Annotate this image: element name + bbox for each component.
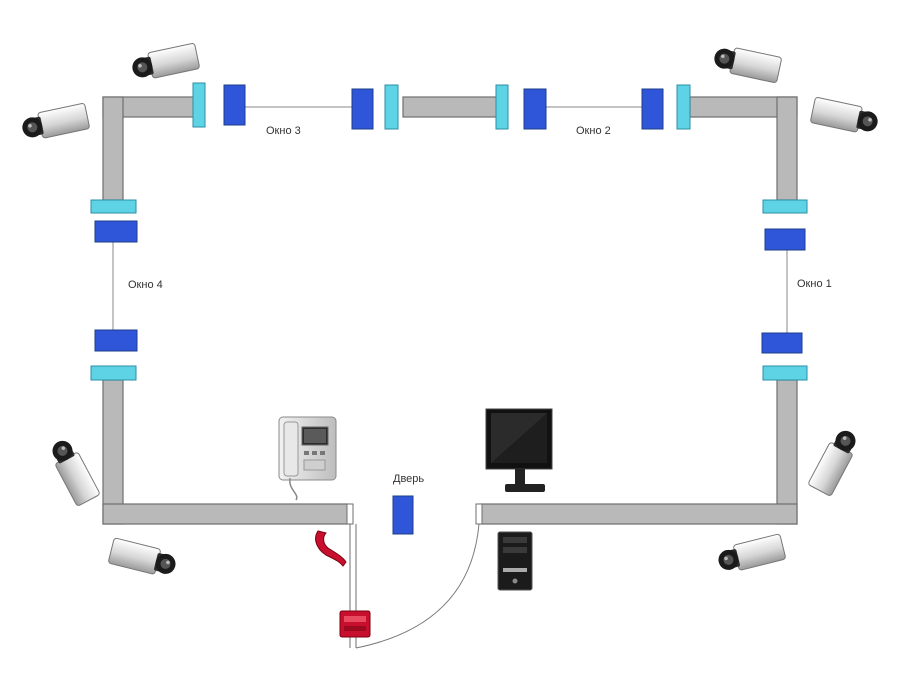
- sensor-emitter: [495, 84, 509, 130]
- wall-top-mid: [402, 96, 501, 118]
- door-sensor: [392, 495, 414, 535]
- cctv-camera-icon: [715, 533, 787, 576]
- cctv-camera-icon: [129, 42, 201, 83]
- cctv-camera-icon: [809, 96, 881, 137]
- wall-right-top: [776, 96, 798, 201]
- wall-left-top: [102, 96, 124, 201]
- label-door: Дверь: [393, 473, 424, 485]
- label-window-1: Окно 1: [797, 278, 832, 290]
- label-window-2: Окно 2: [576, 125, 611, 137]
- wall-bottom-left: [102, 503, 349, 525]
- sensor-emitter: [384, 84, 399, 130]
- label-window-4: Окно 4: [128, 279, 163, 291]
- window-openings: [112, 106, 788, 333]
- sensor-receiver: [94, 220, 138, 243]
- cctv-camera-icon: [45, 435, 101, 507]
- sensor-emitter: [90, 365, 137, 381]
- door-swing-arc: [355, 523, 480, 649]
- cctv-camera-icon: [807, 425, 863, 497]
- door-frame-right: [475, 503, 483, 525]
- cctv-cameras: [19, 42, 881, 580]
- computer-monitor-icon: [485, 408, 553, 492]
- wall-right-bottom: [776, 379, 798, 525]
- sensor-emitter: [762, 365, 808, 381]
- window-sensors: [90, 82, 808, 535]
- walls: [102, 96, 798, 525]
- sensor-emitter: [90, 199, 137, 214]
- sensor-receiver: [764, 228, 806, 251]
- sensor-receiver: [223, 84, 246, 126]
- pc-tower-icon: [497, 531, 533, 591]
- cctv-camera-icon: [19, 102, 91, 143]
- door-frame-left: [346, 503, 354, 525]
- label-window-3: Окно 3: [266, 125, 301, 137]
- door: [346, 503, 483, 649]
- sensor-receiver: [761, 332, 803, 354]
- sensor-receiver: [523, 88, 547, 130]
- video-intercom-icon: [278, 416, 337, 501]
- sensor-receiver: [351, 88, 374, 130]
- cctv-camera-icon: [711, 43, 783, 84]
- electric-lock-icon: [339, 610, 371, 638]
- wall-bottom-right: [479, 503, 798, 525]
- door-handset-icon: [315, 530, 347, 567]
- sensor-emitter: [676, 84, 691, 130]
- sensor-emitter: [762, 199, 808, 214]
- wall-left-bottom: [102, 379, 124, 525]
- sensor-emitter: [192, 82, 206, 128]
- sensor-receiver: [94, 329, 138, 352]
- cctv-camera-icon: [107, 537, 179, 580]
- sensor-receiver: [641, 88, 664, 130]
